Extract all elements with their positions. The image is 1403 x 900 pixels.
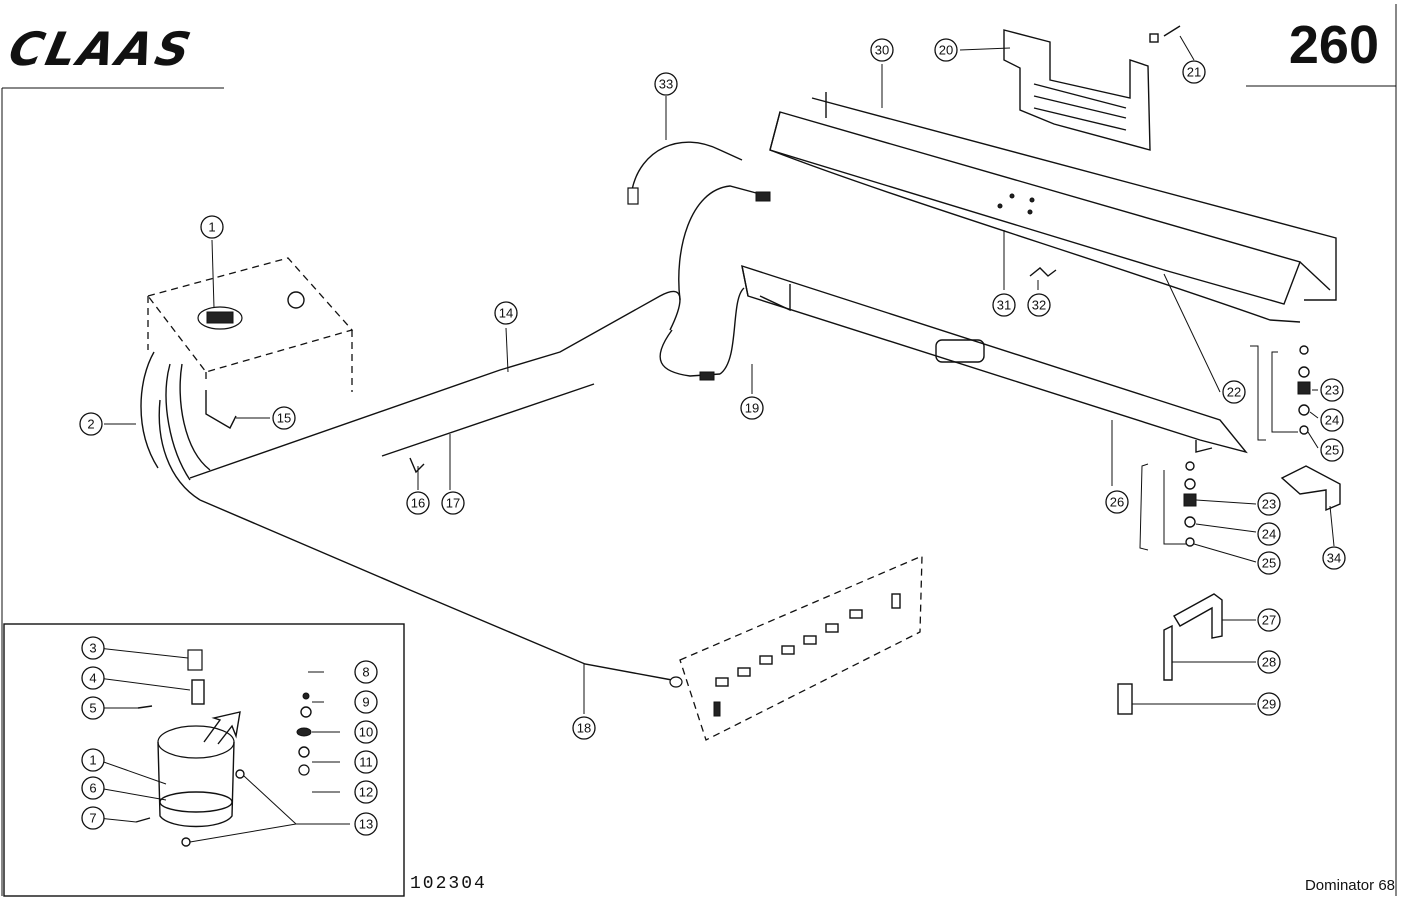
svg-text:21: 21 <box>1187 65 1201 80</box>
callout-11[interactable]: 11 <box>354 750 378 774</box>
svg-text:24: 24 <box>1262 527 1276 542</box>
inset-parts <box>135 649 312 847</box>
svg-text:23: 23 <box>1325 383 1339 398</box>
callout-28[interactable]: 28 <box>1257 650 1281 674</box>
clip-32 <box>1029 267 1057 277</box>
callout-8[interactable]: 8 <box>354 660 378 684</box>
callout-4[interactable]: 4 <box>81 666 105 690</box>
callout-9[interactable]: 9 <box>354 690 378 714</box>
callout-1[interactable]: 1 <box>200 215 224 239</box>
model-label: Dominator 68 <box>1304 877 1395 894</box>
callout-25-lower[interactable]: 25 <box>1257 551 1281 575</box>
svg-text:30: 30 <box>875 43 889 58</box>
brackets-27-29 <box>1117 593 1223 715</box>
svg-text:2: 2 <box>87 417 94 432</box>
callout-22[interactable]: 22 <box>1222 380 1246 404</box>
callout-1-inset[interactable]: 1 <box>81 748 105 772</box>
fuel-tank <box>146 257 354 392</box>
svg-text:5: 5 <box>89 701 96 716</box>
bracket-34 <box>1280 465 1341 512</box>
callout-27[interactable]: 27 <box>1257 608 1281 632</box>
svg-text:1: 1 <box>89 753 96 768</box>
svg-text:10: 10 <box>359 725 373 740</box>
svg-text:4: 4 <box>89 671 96 686</box>
callout-3[interactable]: 3 <box>81 636 105 660</box>
callout-24-lower[interactable]: 24 <box>1257 522 1281 546</box>
callout-30[interactable]: 30 <box>870 38 894 62</box>
leader-lines <box>97 35 1335 843</box>
fastener-stack-lower <box>1139 461 1197 551</box>
svg-text:20: 20 <box>939 43 953 58</box>
callout-15[interactable]: 15 <box>272 406 296 430</box>
callout-24-upper[interactable]: 24 <box>1320 408 1344 432</box>
callout-18[interactable]: 18 <box>572 716 596 740</box>
fastener-stack-upper <box>1250 345 1311 441</box>
wire-harness <box>140 141 771 688</box>
callout-33[interactable]: 33 <box>654 72 678 96</box>
callout-26[interactable]: 26 <box>1105 490 1129 514</box>
bracket-15 <box>205 390 237 429</box>
svg-text:12: 12 <box>359 785 373 800</box>
svg-text:16: 16 <box>411 496 425 511</box>
page-number: 260 <box>1288 15 1379 75</box>
svg-text:8: 8 <box>362 665 369 680</box>
callout-19[interactable]: 19 <box>740 396 764 420</box>
callout-31[interactable]: 31 <box>992 293 1016 317</box>
callout-5[interactable]: 5 <box>81 696 105 720</box>
callout-7[interactable]: 7 <box>81 806 105 830</box>
rod-17 <box>381 383 595 474</box>
svg-text:18: 18 <box>577 721 591 736</box>
svg-text:32: 32 <box>1032 298 1046 313</box>
svg-text:22: 22 <box>1227 385 1241 400</box>
callout-34[interactable]: 34 <box>1322 546 1346 570</box>
callout-6[interactable]: 6 <box>81 776 105 800</box>
svg-text:25: 25 <box>1262 556 1276 571</box>
callout-21[interactable]: 21 <box>1182 60 1206 84</box>
callout-29[interactable]: 29 <box>1257 692 1281 716</box>
svg-text:13: 13 <box>359 817 373 832</box>
callout-12[interactable]: 12 <box>354 780 378 804</box>
svg-text:6: 6 <box>89 781 96 796</box>
svg-text:24: 24 <box>1325 413 1339 428</box>
svg-text:14: 14 <box>499 306 513 321</box>
upper-beam <box>769 92 1337 323</box>
svg-text:9: 9 <box>362 695 369 710</box>
callout-32[interactable]: 32 <box>1027 293 1051 317</box>
svg-text:17: 17 <box>446 496 460 511</box>
svg-text:7: 7 <box>89 811 96 826</box>
svg-text:11: 11 <box>359 755 373 770</box>
svg-text:27: 27 <box>1262 613 1276 628</box>
svg-text:19: 19 <box>745 401 759 416</box>
cover-bracket-20 <box>1003 25 1181 151</box>
svg-text:23: 23 <box>1262 497 1276 512</box>
detail-inset-box <box>3 623 405 897</box>
svg-text:3: 3 <box>89 641 96 656</box>
control-panel <box>679 555 923 741</box>
callout-16[interactable]: 16 <box>406 491 430 515</box>
lower-beam <box>741 264 1248 454</box>
svg-text:1: 1 <box>208 220 215 235</box>
callout-2[interactable]: 2 <box>79 412 103 436</box>
callout-20[interactable]: 20 <box>934 38 958 62</box>
svg-text:31: 31 <box>997 298 1011 313</box>
callout-25-upper[interactable]: 25 <box>1320 438 1344 462</box>
callout-23-lower[interactable]: 23 <box>1257 492 1281 516</box>
callout-14[interactable]: 14 <box>494 301 518 325</box>
drawing-number: 102304 <box>410 874 487 894</box>
callout-17[interactable]: 17 <box>441 491 465 515</box>
callout-13[interactable]: 13 <box>354 812 378 836</box>
svg-text:29: 29 <box>1262 697 1276 712</box>
svg-text:28: 28 <box>1262 655 1276 670</box>
svg-text:34: 34 <box>1327 551 1341 566</box>
svg-text:26: 26 <box>1110 495 1124 510</box>
callout-23-upper[interactable]: 23 <box>1320 378 1344 402</box>
svg-text:33: 33 <box>659 77 673 92</box>
callout-10[interactable]: 10 <box>354 720 378 744</box>
svg-text:15: 15 <box>277 411 291 426</box>
svg-text:25: 25 <box>1325 443 1339 458</box>
